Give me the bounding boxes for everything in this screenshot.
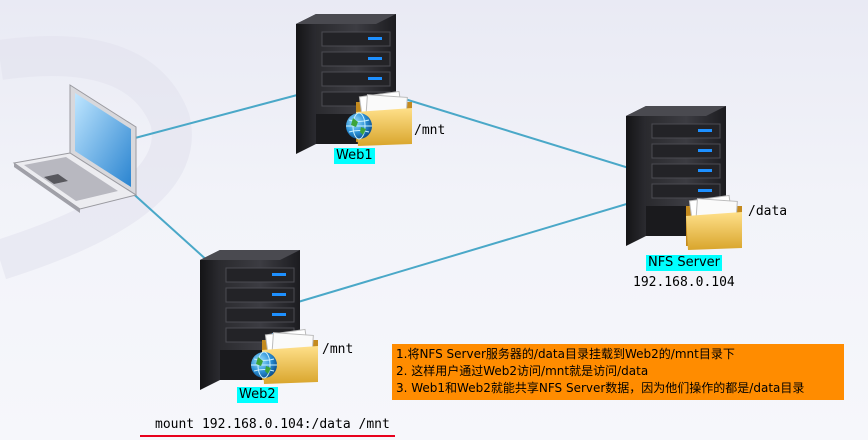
mount-command-underline <box>140 435 395 437</box>
web2-label: Web2 <box>237 387 278 403</box>
laptop-icon <box>12 84 138 213</box>
explanation-note: 1.将NFS Server服务器的/data目录挂载到Web2的/mnt目录下 … <box>392 344 844 400</box>
link-web2-nfs <box>297 199 641 303</box>
web1-label: Web1 <box>334 148 375 164</box>
web2-globe-icon <box>250 351 278 379</box>
nfs-server-ip: 192.168.0.104 <box>633 275 735 290</box>
nfs-folder-icon <box>685 194 743 251</box>
note-line-2: 2. 这样用户通过Web2访问/mnt就是访问/data <box>396 364 649 378</box>
web1-globe-icon <box>345 112 373 140</box>
mount-command: mount 192.168.0.104:/data /mnt <box>155 417 390 432</box>
nfs-server-label: NFS Server <box>646 255 722 271</box>
link-web1-nfs <box>381 91 643 173</box>
web1-mount-path: /mnt <box>414 123 446 138</box>
nfs-export-path: /data <box>748 204 788 219</box>
note-line-1: 1.将NFS Server服务器的/data目录挂载到Web2的/mnt目录下 <box>396 347 735 361</box>
note-line-3: 3. Web1和Web2就能共享NFS Server数据，因为他们操作的都是/d… <box>396 381 805 395</box>
background-arc <box>0 36 192 280</box>
web2-mount-path: /mnt <box>322 342 354 357</box>
